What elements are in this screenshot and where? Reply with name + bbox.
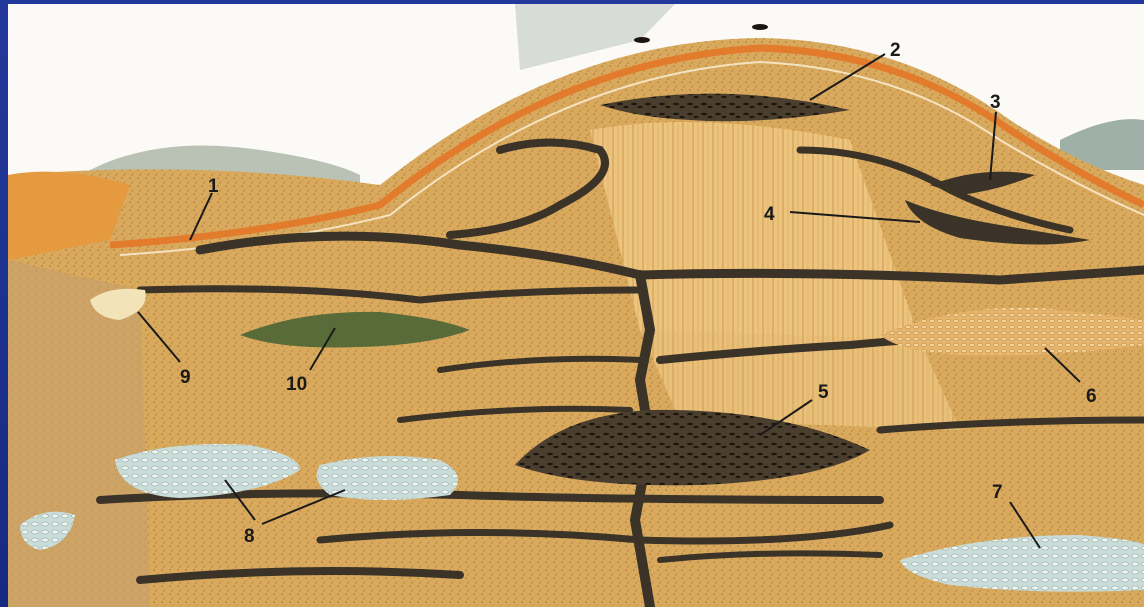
callout-10: 10 xyxy=(286,374,307,395)
callout-3: 3 xyxy=(990,92,1001,113)
callout-8: 8 xyxy=(244,526,255,547)
callout-5: 5 xyxy=(818,382,829,403)
callout-1: 1 xyxy=(208,176,219,197)
callout-7: 7 xyxy=(992,482,1003,503)
callout-4: 4 xyxy=(764,204,775,225)
callout-2: 2 xyxy=(890,40,901,61)
callout-9: 9 xyxy=(180,367,191,388)
callout-6: 6 xyxy=(1086,386,1097,407)
